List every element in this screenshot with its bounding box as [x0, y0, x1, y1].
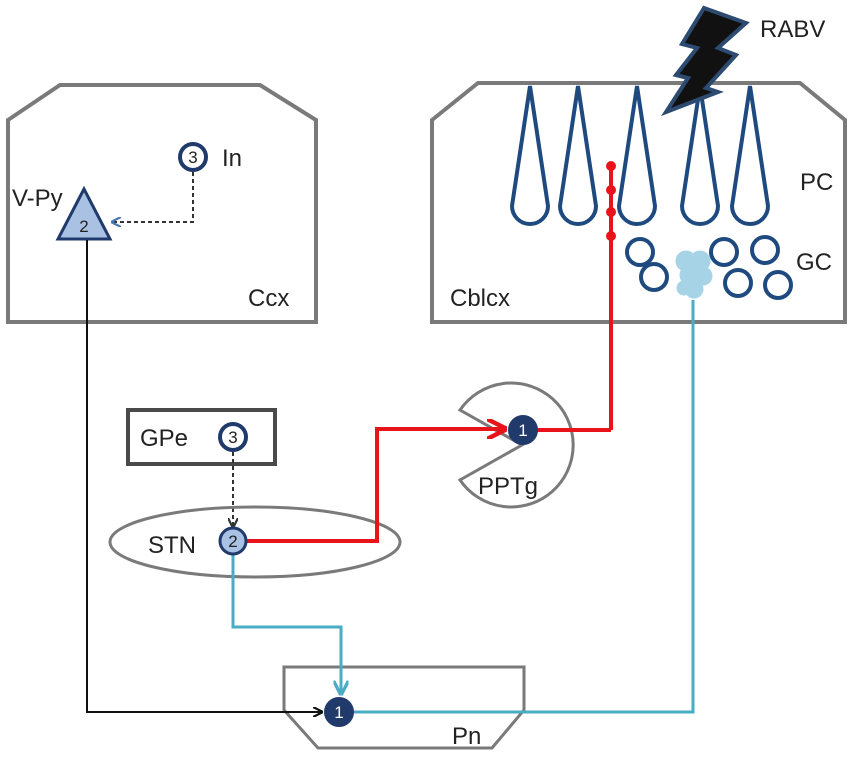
purkinje-cells [509, 85, 771, 226]
pn-neuron [324, 697, 354, 727]
ccx-label: Ccx [248, 285, 289, 312]
stn-to-pptg-projection [245, 429, 505, 543]
pptg-label: PPTg [478, 473, 538, 500]
stn-neuron [218, 526, 248, 556]
ccx-region [6, 83, 318, 324]
pptg-region [457, 381, 575, 509]
granule-cell [639, 262, 669, 292]
gpe-neuron [218, 422, 248, 452]
pc-label: PC [800, 169, 833, 196]
gpe-region [126, 408, 277, 466]
pn-to-cblcx-projection [354, 300, 695, 714]
v-py-label: V-Py [12, 185, 63, 212]
granule-cells [625, 235, 793, 300]
pn-region [282, 665, 526, 750]
cblcx-label: Cblcx [450, 285, 510, 312]
pn-order: 1 [334, 703, 343, 722]
gpe-order: 3 [228, 428, 237, 447]
stn-to-pn-projection [231, 555, 341, 694]
in-to-vpy-projection [112, 172, 194, 222]
v-py-neuron [55, 185, 113, 241]
pptg-order: 1 [518, 421, 527, 440]
stn-region [108, 505, 402, 579]
purkinje-cell [557, 85, 599, 226]
pptg-neuron [508, 415, 538, 445]
rabv-bolt-icon [660, 5, 750, 117]
vpy-to-pn-projection [86, 240, 322, 712]
purkinje-cell [679, 85, 721, 226]
granule-cell [723, 268, 753, 298]
stn-label: STN [148, 532, 196, 559]
v-py-order: 2 [79, 217, 88, 236]
mossy-terminal [675, 250, 713, 299]
gpe-label: GPe [140, 425, 188, 452]
purkinje-cell [509, 85, 551, 226]
rabv-label: RABV [760, 16, 825, 43]
pn-label: Pn [452, 723, 481, 750]
granule-cell [625, 237, 655, 267]
granule-cell [763, 270, 793, 300]
purkinje-cell [616, 85, 658, 226]
cblcx-region [430, 81, 847, 324]
granule-cell [750, 235, 780, 265]
gc-label: GC [796, 249, 832, 276]
in-label: In [222, 145, 242, 172]
in-order: 3 [188, 148, 197, 167]
purkinje-cell [729, 85, 771, 226]
granule-cell [709, 237, 739, 267]
in-neuron [178, 142, 208, 172]
stn-order: 2 [228, 532, 237, 551]
climbing-fiber [606, 161, 616, 430]
